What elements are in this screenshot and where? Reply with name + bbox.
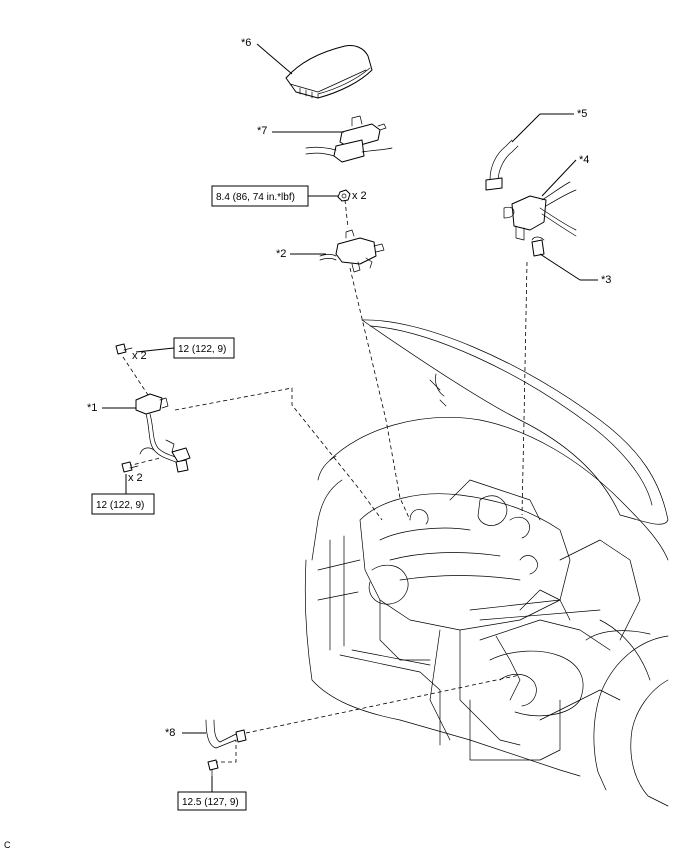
- callout-label-2: *2: [276, 248, 286, 260]
- bolt-icon: [207, 759, 219, 777]
- callout-label-6: *6: [241, 37, 251, 49]
- part-7-valve-assembly: [305, 115, 393, 163]
- part-3-clamp: [531, 239, 545, 257]
- part-5-hose: [485, 139, 519, 191]
- part-1-harness: [135, 393, 191, 473]
- part-4-valve: [503, 181, 577, 241]
- figure-code: C: [4, 840, 11, 850]
- callout-label-5: *5: [577, 108, 587, 120]
- part-8-hose: [205, 719, 247, 749]
- callout-label-3: *3: [601, 274, 611, 286]
- torque-spec-box-bolt-bottom: 12 (122, 9): [91, 493, 155, 515]
- torque-spec-box-nut: 8.4 (86, 74 in.*lbf): [211, 185, 309, 207]
- torque-spec-bolt-8: 12.5 (127, 9): [182, 797, 239, 808]
- torque-spec-box-bolt-8: 12.5 (127, 9): [177, 791, 247, 811]
- bolt-icon: [115, 343, 133, 355]
- nut-icon: [337, 189, 351, 202]
- torque-spec-bolt-top: 12 (122, 9): [178, 344, 226, 355]
- callout-label-4: *4: [579, 154, 589, 166]
- bolt-icon: [121, 461, 139, 473]
- callout-label-8: *8: [165, 727, 175, 739]
- quantity-label-bolt-top: x 2: [132, 350, 147, 362]
- engine-bay-illustration: [304, 319, 669, 807]
- part-6-cover: [285, 45, 373, 99]
- quantity-label-nut: x 2: [352, 190, 367, 202]
- callout-label-7: *7: [257, 125, 267, 137]
- leader-lines: [102, 43, 598, 792]
- torque-spec-box-bolt-top: 12 (122, 9): [173, 337, 235, 359]
- part-2-vsv: [319, 229, 385, 273]
- quantity-label-bolt-bottom: x 2: [128, 472, 143, 484]
- torque-spec-nut: 8.4 (86, 74 in.*lbf): [216, 192, 295, 203]
- callout-label-1: *1: [87, 402, 97, 414]
- torque-spec-bolt-bottom: 12 (122, 9): [96, 500, 144, 511]
- location-lines: [122, 199, 528, 763]
